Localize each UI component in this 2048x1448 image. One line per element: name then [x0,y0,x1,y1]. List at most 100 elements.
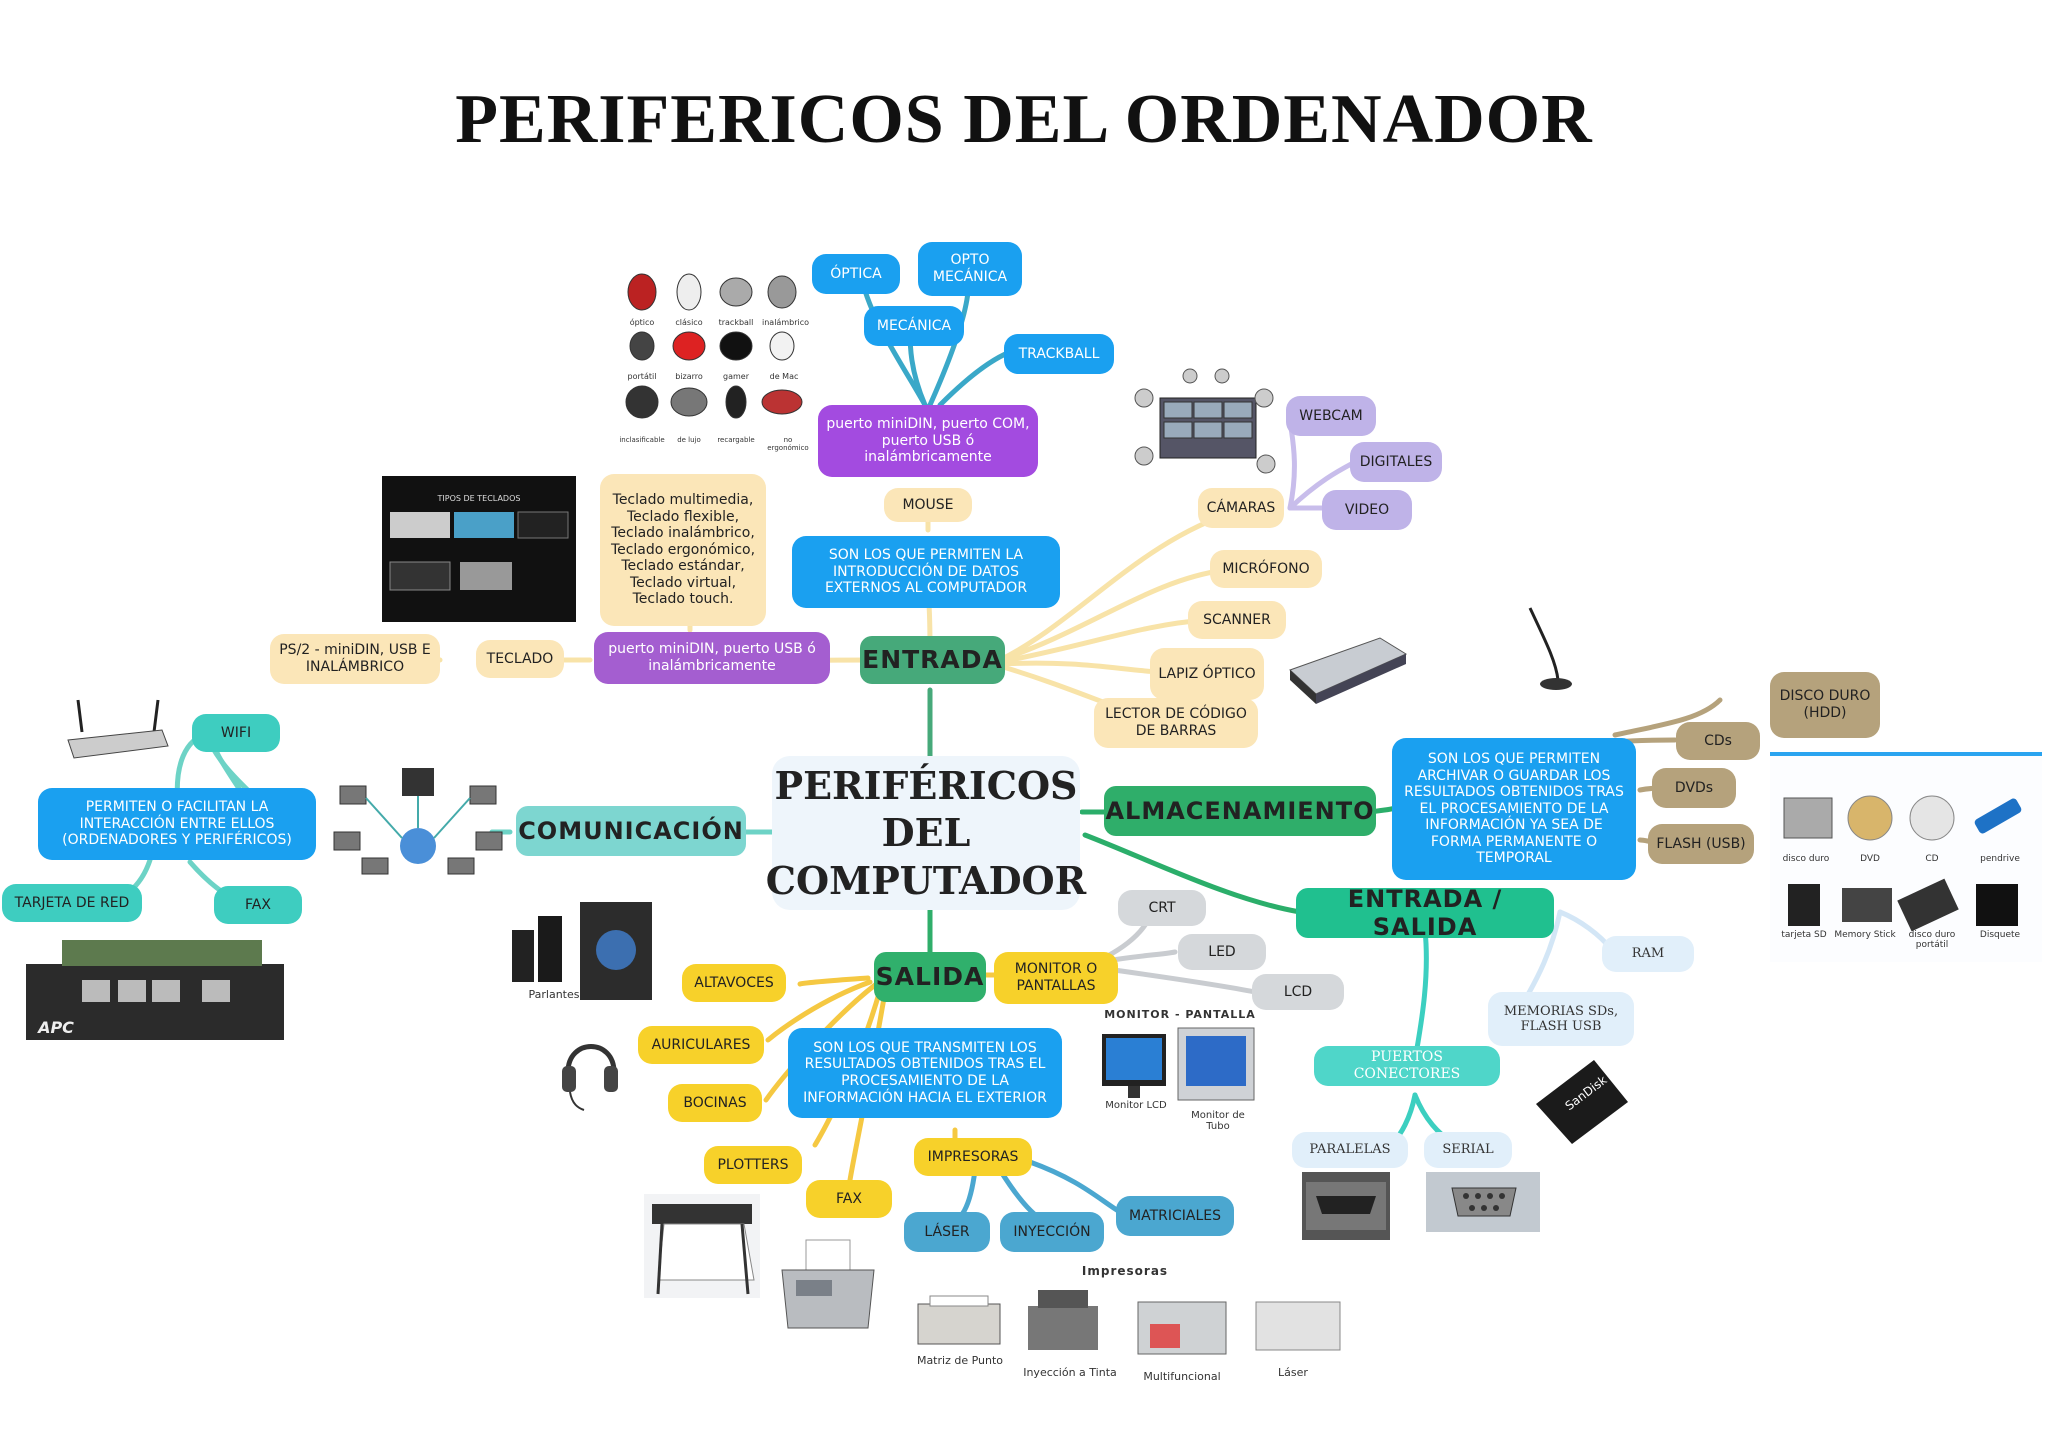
storage-caption-3: CD [1925,854,1939,864]
entrada-salida-node[interactable]: ENTRADA / SALIDA [1296,885,1554,941]
network-image [330,762,506,878]
tarjeta-de-red-node[interactable]: TARJETA DE RED [2,884,142,922]
speakers-image: Parlantes [508,900,656,1006]
storage-icons [1783,795,2022,932]
microfono-node[interactable]: MICRÓFONO [1210,550,1322,588]
auriculares-node[interactable]: AURICULARES [638,1026,764,1064]
teclado-types: Teclado multimedia, Teclado flexible, Te… [600,474,766,626]
scanner-node[interactable]: SCANNER [1188,601,1286,639]
entrada-node[interactable]: ENTRADA [860,636,1005,684]
impresoras-type-matriciales[interactable]: MATRICIALES [1116,1196,1234,1236]
mouse-type-mecanica[interactable]: MECÁNICA [864,306,964,346]
parallel-port-image [1302,1172,1390,1240]
center-node: PERIFÉRICOS DEL COMPUTADOR [766,756,1086,910]
lapiz-optico-node[interactable]: LAPIZ ÓPTICO [1150,648,1264,700]
network-card-image: APC [22,934,288,1046]
mouse-node[interactable]: MOUSE [884,488,972,522]
camaras-type-digitales[interactable]: DIGITALES [1350,442,1442,482]
scanner-image [1280,630,1410,710]
serial-node[interactable]: SERIAL [1424,1132,1512,1168]
comunicacion-description: PERMITEN O FACILITAN LA INTERACCIÓN ENTR… [38,788,316,860]
salida-description: SON LOS QUE TRANSMITEN LOS RESULTADOS OB… [788,1028,1062,1118]
mouse-ports: puerto miniDIN, puerto COM, puerto USB ó… [818,405,1038,477]
monitor-node[interactable]: MONITOR O PANTALLAS [994,952,1118,1004]
mouse-caption-8: de Mac [769,372,799,381]
monitor-type-crt[interactable]: CRT [1118,890,1206,926]
teclado-node[interactable]: TECLADO [476,640,564,678]
parallel-port-icon [1306,1182,1386,1230]
sd-card-icon [1536,1060,1628,1144]
comunicacion-node[interactable]: COMUNICACIÓN [516,806,746,856]
cds-node[interactable]: CDs [1676,722,1760,760]
impresoras-node[interactable]: IMPRESORAS [914,1138,1032,1176]
comunicacion-fax-node[interactable]: FAX [214,886,302,924]
cameras-image [1130,368,1278,478]
storage-caption-7: disco duro portátil [1908,930,1956,950]
salida-fax-node[interactable]: FAX [806,1180,892,1218]
keyboards-icons [389,511,569,591]
memorias-node[interactable]: MEMORIAS SDs, FLASH USB [1488,992,1634,1046]
paralelas-node[interactable]: PARALELAS [1292,1132,1408,1168]
monitors-icon [1102,1027,1255,1101]
center-line-1: PERIFÉRICOS [774,762,1078,808]
dvds-node[interactable]: DVDs [1652,768,1736,808]
printer-matriz-caption: Matriz de Punto [916,1354,1004,1367]
ram-node[interactable]: RAM [1602,936,1694,972]
mouse-type-optica[interactable]: ÓPTICA [812,254,900,294]
storage-caption-5: tarjeta SD [1781,930,1827,940]
sd-card-image: SanDisk [1528,1052,1634,1148]
monitor-type-led[interactable]: LED [1178,934,1266,970]
altavoces-node[interactable]: ALTAVOCES [682,964,786,1002]
camaras-type-webcam[interactable]: WEBCAM [1286,396,1376,436]
keyboards-image: TIPOS DE TECLADOS [382,476,576,622]
flash-usb-node[interactable]: FLASH (USB) [1648,824,1754,864]
camaras-node[interactable]: CÁMARAS [1198,488,1284,528]
printer-laser-caption: Láser [1278,1366,1308,1379]
printer-inyeccion-caption: Inyección a Tinta [1023,1366,1117,1379]
wifi-node[interactable]: WIFI [192,714,280,752]
mouse-type-opto-mecanica[interactable]: OPTO MECÁNICA [918,242,1022,296]
headphones-image [558,1030,622,1114]
impresoras-type-inyeccion[interactable]: INYECCIÓN [1000,1212,1104,1252]
puertos-conectores-node[interactable]: PUERTOS CONECTORES [1314,1046,1500,1086]
mouse-caption-1: óptico [629,318,655,327]
mouse-caption-7: gamer [723,372,749,381]
mouse-caption-11: recargable [717,436,755,444]
bocinas-node[interactable]: BOCINAS [668,1084,762,1122]
apc-logo: APC [38,1018,74,1037]
cameras-icons [1134,368,1276,474]
center-line-3: COMPUTADOR [765,857,1087,903]
entrada-description: SON LOS QUE PERMITEN LA INTRODUCCIÓN DE … [792,536,1060,608]
plotters-node[interactable]: PLOTTERS [704,1146,802,1184]
serial-port-image [1426,1172,1540,1232]
mouse-caption-12: no ergonómico [767,436,809,452]
printer-multifuncional-caption: Multifuncional [1143,1370,1221,1383]
monitors-image: Monitor LCD Monitor de Tubo [1098,1026,1258,1136]
mouse-collage-icons [625,273,803,419]
salida-node[interactable]: SALIDA [874,952,986,1002]
network-card-icon [26,940,284,1040]
microphone-image [1516,602,1576,694]
disco-duro-node[interactable]: DISCO DURO (HDD) [1770,672,1880,738]
monitor-lcd-caption: Monitor LCD [1105,1100,1167,1111]
monitor-type-lcd[interactable]: LCD [1252,974,1344,1010]
teclado-ports: puerto miniDIN, puerto USB ó inalámbrica… [594,632,830,684]
printers-image: Matriz de Punto Inyección a Tinta Multif… [910,1284,1346,1388]
microphone-icon [1528,607,1572,690]
camaras-type-video[interactable]: VIDEO [1322,490,1412,530]
mouse-caption-9: inclasificable [619,436,665,444]
teclado-connection: PS/2 - miniDIN, USB E INALÁMBRICO [270,634,440,684]
storage-caption-2: DVD [1860,854,1880,864]
fax-icon [781,1239,875,1329]
mouse-caption-6: bizarro [675,372,703,381]
impresoras-type-laser[interactable]: LÁSER [904,1212,990,1252]
mouse-type-trackball[interactable]: TRACKBALL [1004,334,1114,374]
fax-image [776,1236,880,1336]
almacenamiento-node[interactable]: ALMACENAMIENTO [1104,786,1376,836]
mouse-caption-3: trackball [718,318,754,327]
monitor-pantalla-caption: MONITOR - PANTALLA [1104,1008,1256,1021]
serial-port-icon [1451,1187,1517,1217]
mouse-collage: óptico clásico trackball inalámbrico por… [614,268,814,452]
lector-codigo-barras-node[interactable]: LECTOR DE CÓDIGO DE BARRAS [1094,698,1258,748]
